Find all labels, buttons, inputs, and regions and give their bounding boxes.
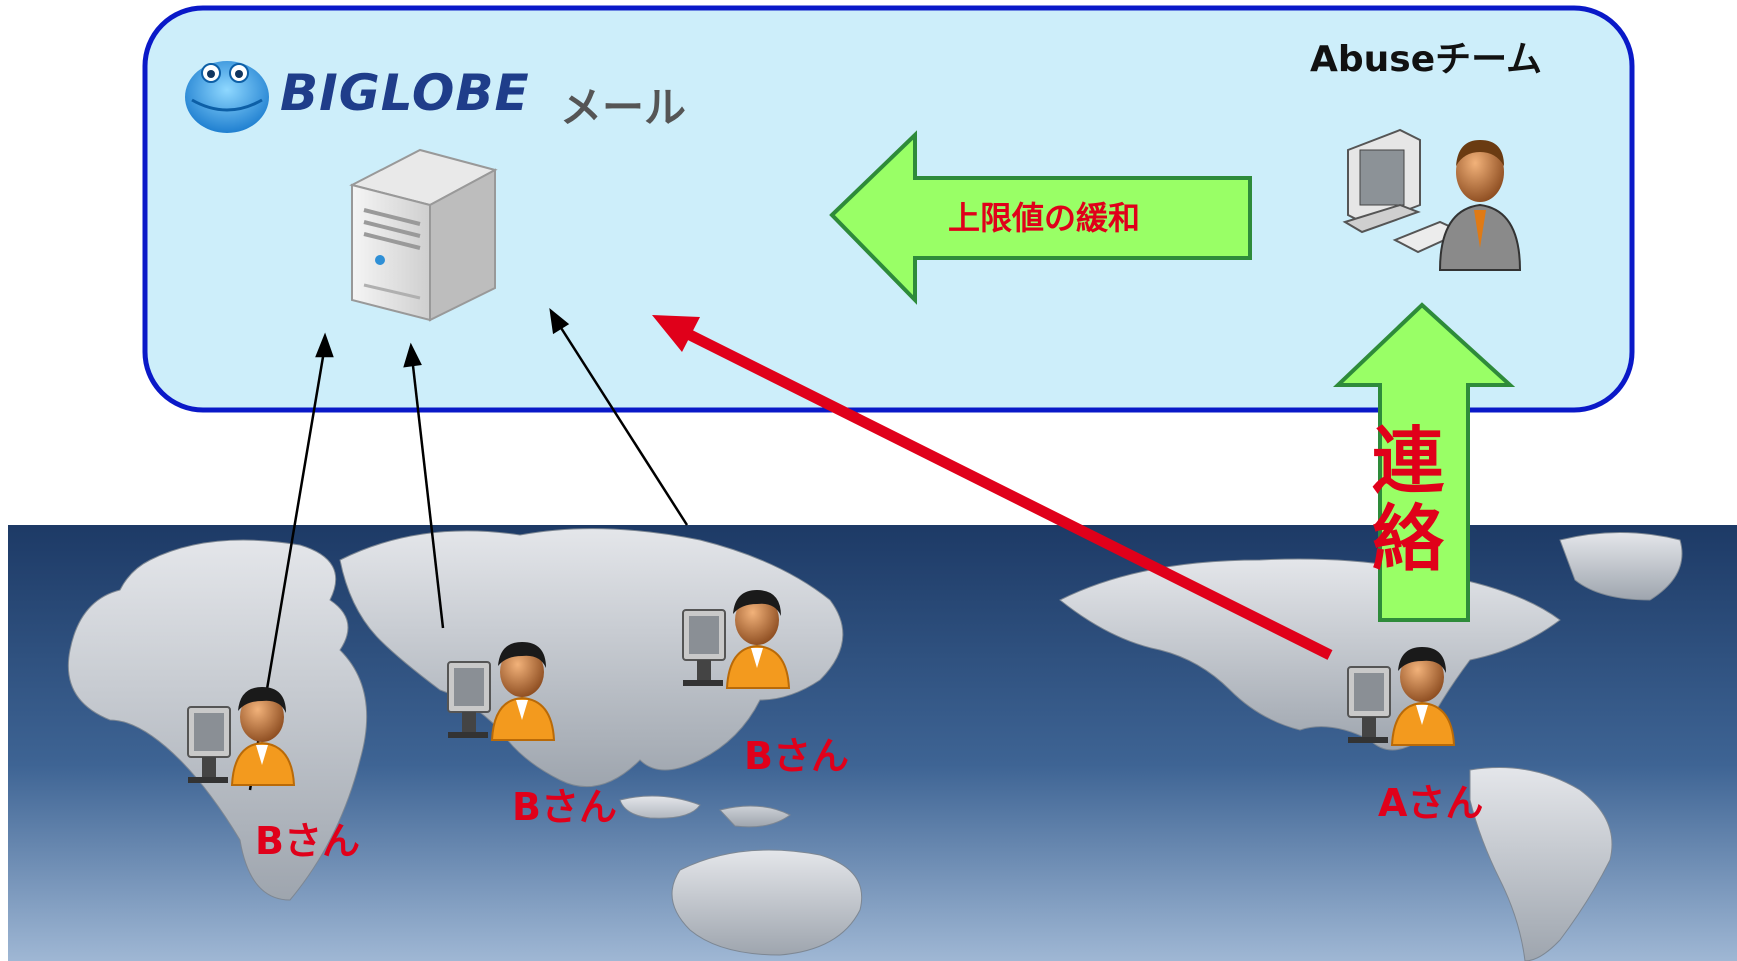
landmass-australia	[671, 849, 863, 956]
relax-limit-label: 上限値の緩和	[948, 199, 1141, 237]
server-icon	[349, 148, 498, 322]
contact-label: 連絡	[1372, 419, 1445, 581]
team-label: Abuseチーム	[1310, 39, 1543, 80]
landmass-asia	[339, 528, 844, 788]
alert-red-arrow	[652, 315, 1333, 660]
admin-workstation-icon	[1342, 128, 1522, 271]
user-label: Bさん	[512, 785, 617, 829]
brand-name: BIGLOBE	[280, 64, 530, 122]
user-label: Bさん	[744, 734, 849, 778]
contact-arrow	[1333, 302, 1516, 622]
relax-limit-arrow	[829, 130, 1252, 305]
landmass-south-america	[1469, 767, 1613, 961]
mail-mascot-icon	[185, 61, 269, 133]
user-label: Aさん	[1378, 781, 1484, 825]
brand-suffix: メール	[560, 83, 687, 132]
landmass-greenland	[1559, 532, 1683, 601]
landmass-islands	[619, 795, 791, 828]
user-label: Bさん	[255, 819, 360, 863]
